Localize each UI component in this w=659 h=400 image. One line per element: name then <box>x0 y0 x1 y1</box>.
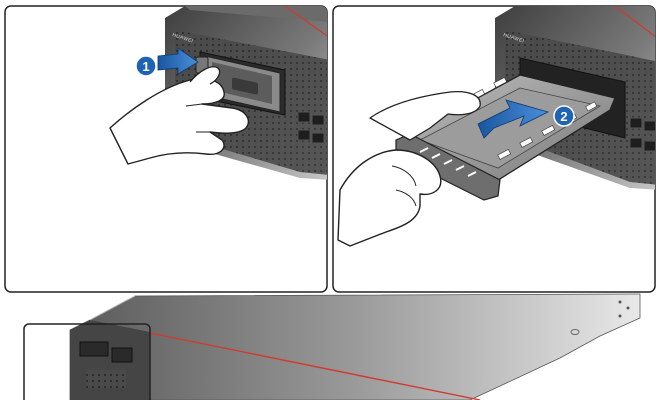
overview-chassis-top <box>69 293 641 400</box>
callout-2: 2 <box>553 105 575 127</box>
panel-step-1: HUAWEI 1 <box>4 5 328 293</box>
overview-highlight-frame <box>23 323 151 400</box>
network-ports-2 <box>629 117 655 152</box>
hand-lower <box>337 149 442 247</box>
panel-step-2: HUAWEI <box>332 5 656 293</box>
overview-drive-bay <box>79 341 109 357</box>
accent-stripe <box>284 6 327 39</box>
network-ports <box>297 111 325 144</box>
hand-upper <box>369 90 481 141</box>
callout-1: 1 <box>135 55 157 77</box>
callout-2-label: 2 <box>560 109 567 124</box>
accent-stripe-2 <box>614 6 655 41</box>
overview-accent-line <box>149 332 481 400</box>
push-arrow <box>157 47 199 75</box>
pull-arrow <box>477 99 550 139</box>
hand-pressing <box>109 66 250 165</box>
callout-1-label: 1 <box>142 59 149 74</box>
server-overview <box>23 293 641 400</box>
